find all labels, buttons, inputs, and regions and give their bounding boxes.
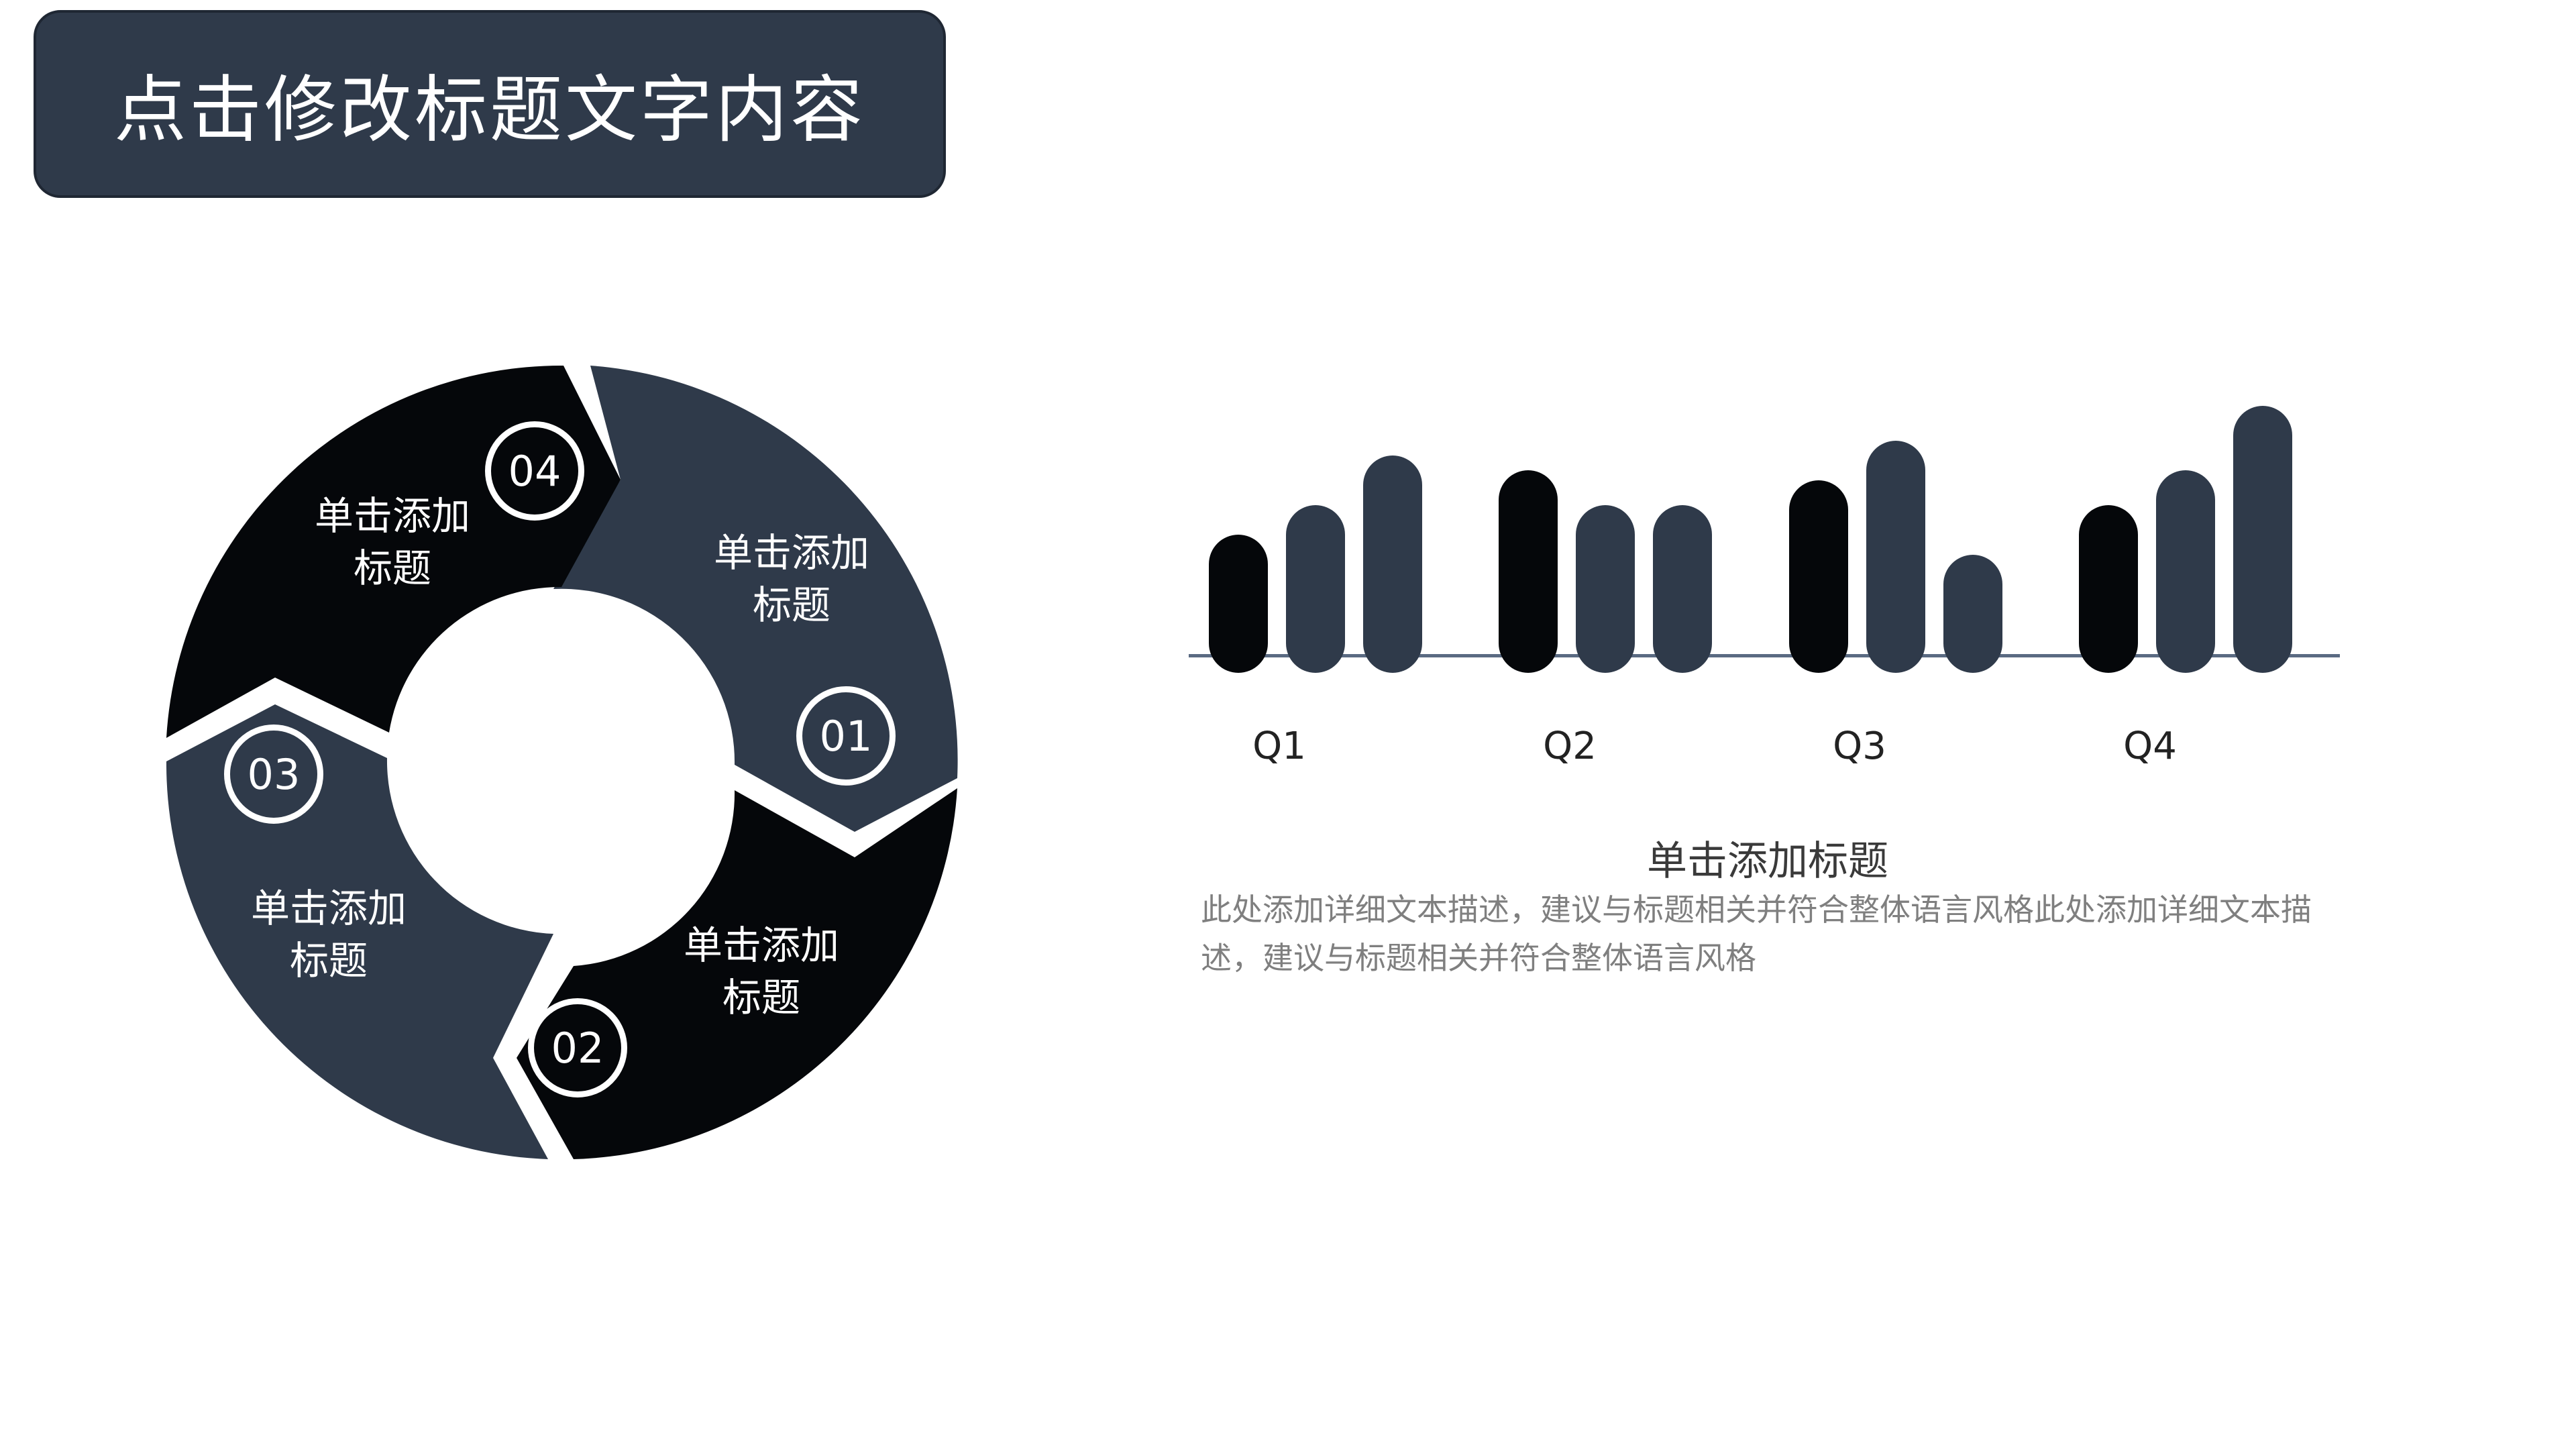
bar-q4-series-1 bbox=[2079, 505, 2138, 673]
segment-04-number-badge: 04 bbox=[485, 421, 584, 521]
x-label-q3: Q3 bbox=[1833, 724, 1886, 768]
bar-q3-series-2 bbox=[1866, 440, 1925, 673]
x-label-q1: Q1 bbox=[1252, 724, 1306, 768]
bar-q3-series-1 bbox=[1789, 480, 1848, 673]
page-title[interactable]: 点击修改标题文字内容 bbox=[113, 68, 865, 152]
bar-q2-series-3 bbox=[1653, 505, 1712, 673]
bar-q2-series-1 bbox=[1499, 470, 1558, 673]
bar-q1-series-1 bbox=[1209, 535, 1268, 673]
segment-02-label[interactable]: 单击添加 标题 bbox=[683, 922, 839, 1020]
bar-q1-series-2 bbox=[1286, 505, 1345, 673]
bar-chart: Q1 Q2 Q3 Q4 bbox=[1189, 376, 2340, 778]
segment-02-number-badge: 02 bbox=[528, 998, 627, 1097]
segment-03-label[interactable]: 单击添加 标题 bbox=[250, 885, 407, 983]
chart-subtitle[interactable]: 单击添加标题 bbox=[1647, 838, 1888, 885]
bar-q4-series-3 bbox=[2233, 406, 2292, 673]
cycle-diagram: 单击添加 标题 01 单击添加 标题 02 单击添加 标题 03 单击添加 标题… bbox=[161, 362, 966, 1167]
segment-01-number-badge: 01 bbox=[796, 686, 896, 786]
x-label-q2: Q2 bbox=[1543, 724, 1597, 768]
segment-01-label[interactable]: 单击添加 标题 bbox=[713, 530, 869, 628]
bar-q1-series-3 bbox=[1363, 455, 1422, 673]
segment-04-label[interactable]: 单击添加 标题 bbox=[314, 493, 470, 591]
title-banner[interactable]: 点击修改标题文字内容 bbox=[34, 10, 946, 198]
bar-q3-series-3 bbox=[1943, 555, 2002, 673]
chart-description[interactable]: 此处添加详细文本描述，建议与标题相关并符合整体语言风格此处添加详细文本描述，建议… bbox=[1201, 892, 2312, 976]
x-label-q4: Q4 bbox=[2123, 724, 2177, 768]
segment-03-number-badge: 03 bbox=[224, 724, 323, 824]
bar-q4-series-2 bbox=[2156, 470, 2215, 673]
cycle-segment-02[interactable] bbox=[517, 788, 957, 1159]
chart-baseline bbox=[1189, 654, 2340, 657]
bar-q2-series-2 bbox=[1576, 505, 1635, 673]
